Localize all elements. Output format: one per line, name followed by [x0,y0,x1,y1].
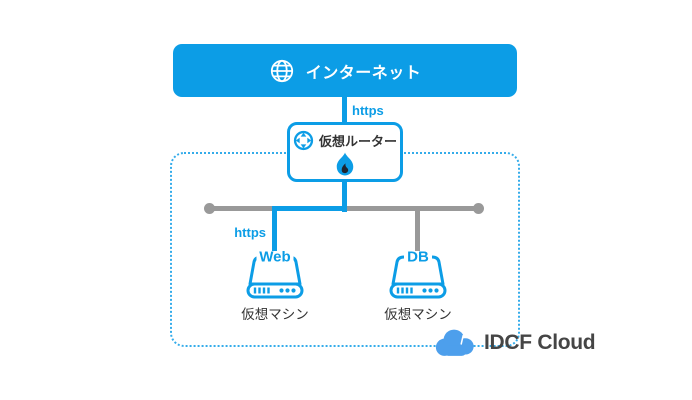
segment-endpoint-right [473,203,484,214]
db-server-badge: DB [407,251,429,266]
virtual-router-header: 仮想ルーター [293,130,397,151]
https-label-top: https [352,103,384,118]
logo-text: IDCF Cloud [484,330,596,354]
globe-icon [270,59,293,82]
connector-segment-to-web [272,206,277,256]
virtual-router-label: 仮想ルーター [318,134,397,149]
firewall-flame-icon [336,152,354,176]
router-icon [293,130,314,151]
https-label-web: https [234,225,266,240]
connector-internet-to-router [342,97,347,122]
db-server-label: 仮想マシン [384,307,452,322]
connector-segment-to-db [415,209,420,256]
web-server-badge: Web [259,251,290,266]
virtual-router-box: 仮想ルーター [287,122,403,182]
web-server-label: 仮想マシン [241,307,309,322]
idcf-cloud-logo: IDCF Cloud [433,327,596,358]
connector-router-to-segment [342,180,347,212]
internet-label: インターネット [305,64,422,82]
connector-https-horizontal [272,206,347,211]
db-server-icon: DB [389,251,447,299]
internet-banner: インターネット [173,44,517,97]
segment-endpoint-left [204,203,215,214]
web-server-icon: Web [246,251,304,299]
cloud-icon [435,329,474,356]
